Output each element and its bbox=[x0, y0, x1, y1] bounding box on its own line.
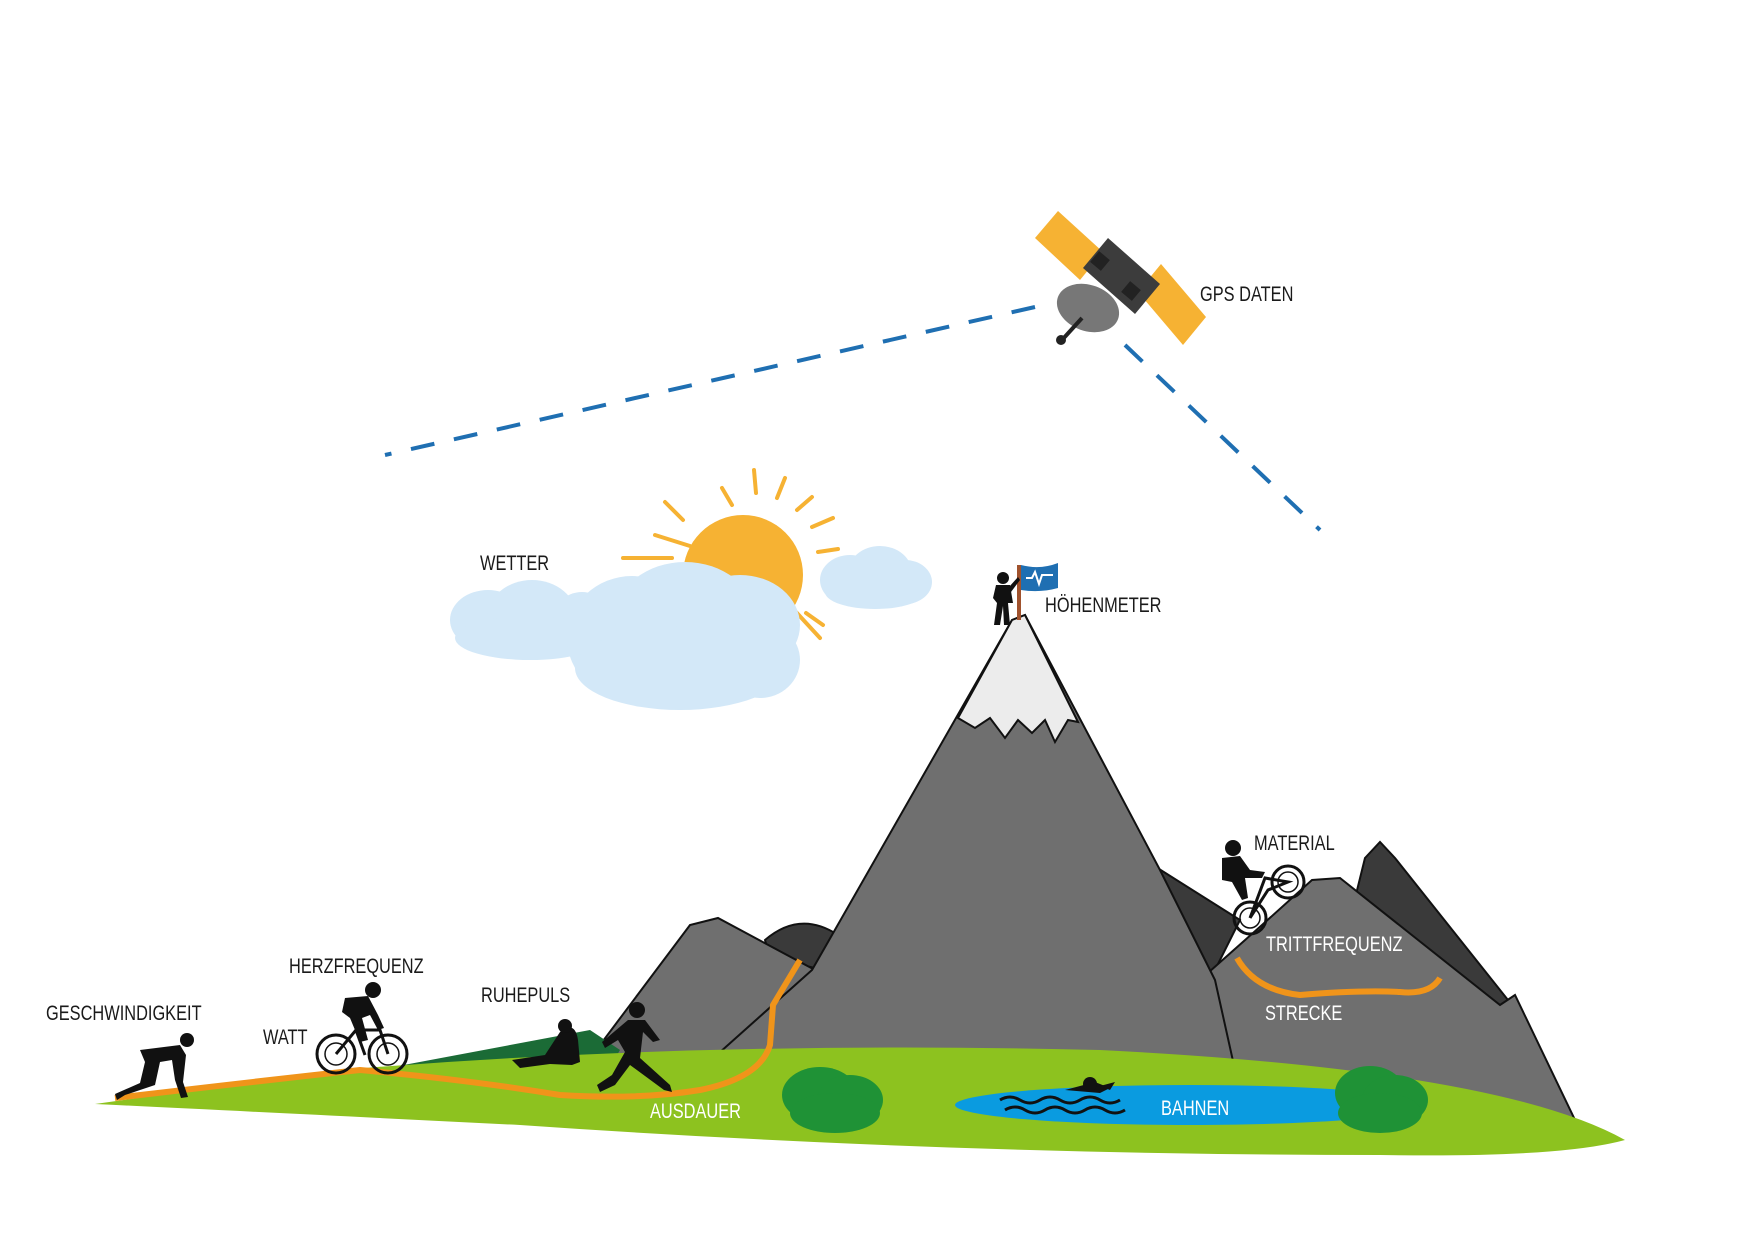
route-path-right bbox=[1234, 956, 1443, 999]
cloud-icon bbox=[820, 546, 932, 609]
climber-icon bbox=[993, 572, 1020, 625]
speed-label: GESCHWINDIGKEIT bbox=[46, 1001, 202, 1024]
mountain-main bbox=[697, 613, 1237, 1071]
cyclist-icon bbox=[315, 982, 409, 1075]
mountain-biker-icon bbox=[1232, 864, 1306, 936]
laps-label: BAHNEN bbox=[1161, 1096, 1229, 1119]
watts-label: WATT bbox=[263, 1025, 308, 1048]
bush-right bbox=[1335, 1066, 1428, 1133]
lake bbox=[955, 1085, 1425, 1125]
gps-signal-line-right bbox=[1123, 343, 1322, 532]
mountain-biker-rider bbox=[1222, 840, 1265, 900]
runner-icon bbox=[597, 1002, 672, 1092]
resting-pulse-label: RUHEPULS bbox=[481, 983, 570, 1006]
equipment-label: MATERIAL bbox=[1254, 831, 1335, 854]
gps-label: GPS DATEN bbox=[1200, 282, 1293, 305]
stretching-athlete-icon bbox=[512, 1019, 580, 1068]
route-label: STRECKE bbox=[1265, 1001, 1342, 1024]
swimmer-icon bbox=[999, 1077, 1126, 1115]
cadence-label: TRITTFREQUENZ bbox=[1266, 932, 1402, 955]
weather-label: WETTER bbox=[480, 551, 549, 574]
mountain-snow-cap bbox=[956, 613, 1080, 745]
gps-signal-line-left bbox=[384, 305, 1036, 457]
heart-rate-label: HERZFREQUENZ bbox=[289, 954, 424, 977]
endurance-label: AUSDAUER bbox=[650, 1099, 741, 1122]
bush-left bbox=[782, 1067, 883, 1133]
sprinter-icon bbox=[115, 1033, 194, 1100]
flag-icon bbox=[1017, 563, 1058, 620]
satellite-icon bbox=[1035, 211, 1206, 345]
route-path bbox=[114, 958, 803, 1101]
cloud-icon bbox=[567, 562, 800, 710]
elevation-label: HÖHENMETER bbox=[1045, 593, 1161, 616]
